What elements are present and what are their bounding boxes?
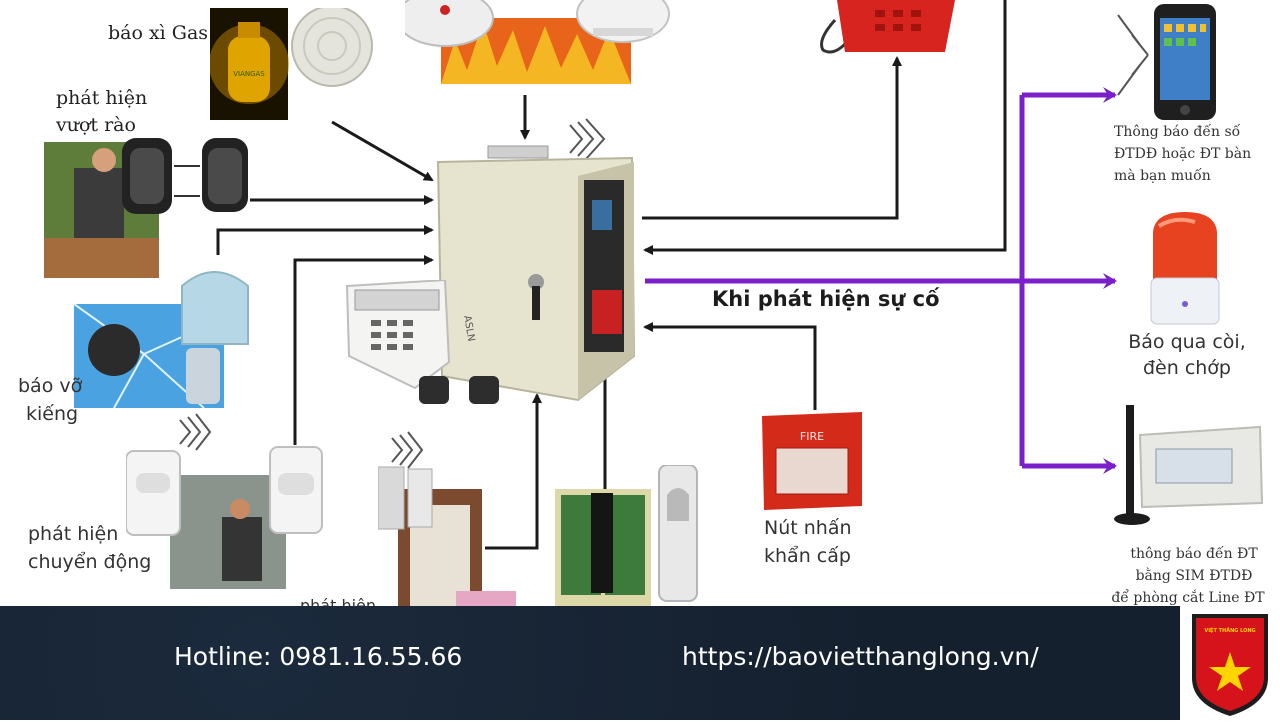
panic-label-line1: Nút nhấn bbox=[764, 517, 852, 539]
door-label-line1: phát hiện bbox=[300, 596, 377, 606]
security-diagram: VIANGAS bbox=[18, 0, 1265, 606]
website-link[interactable]: https://baovietthanglong.vn/ bbox=[682, 642, 1039, 671]
sim-label-line1: thông báo đến ĐT bbox=[1130, 546, 1258, 562]
mobile-phone-device bbox=[1154, 4, 1216, 120]
siren-strobe-device bbox=[1150, 212, 1220, 325]
glass-break-sensor-device bbox=[74, 271, 249, 409]
wire-phone bbox=[642, 56, 902, 220]
siren-label-line2: đèn chớp bbox=[1142, 357, 1231, 379]
gas-brand-label: VIANGAS bbox=[233, 70, 265, 78]
hotline-text[interactable]: Hotline: 0981.16.55.66 bbox=[174, 642, 463, 671]
panic-label-line2: khẩn cấp bbox=[764, 545, 851, 567]
mobile-label-line3: mà bạn muốn bbox=[1114, 168, 1211, 184]
glass-label-line2: kiếng bbox=[26, 403, 79, 425]
gas-label: báo xì Gas bbox=[108, 22, 209, 44]
panel-brand-label: ASLN bbox=[461, 315, 476, 343]
motion-label-line2: chuyển động bbox=[28, 551, 152, 573]
sim-label-line2: bằng SIM ĐTDĐ bbox=[1135, 568, 1253, 584]
footer-bar: Hotline: 0981.16.55.66 https://baovietth… bbox=[0, 606, 1280, 720]
fence-beam-sensor-device bbox=[44, 138, 248, 278]
siren-label-line1: Báo qua còi, bbox=[1128, 331, 1246, 353]
wire-panic bbox=[643, 322, 817, 410]
emergency-button-device: FIRE bbox=[762, 412, 862, 510]
motion-sensor-device bbox=[126, 446, 323, 589]
wire-glass bbox=[216, 225, 434, 255]
mobile-label-line2: ĐTDĐ hoặc ĐT bàn bbox=[1114, 146, 1252, 162]
sim-communicator-device bbox=[1114, 405, 1264, 525]
logo-container bbox=[1180, 606, 1280, 720]
red-telephone-device bbox=[820, 0, 955, 54]
fence-label-line1: phát hiện bbox=[56, 87, 148, 109]
door-sensor-device bbox=[378, 466, 516, 606]
wire-motion bbox=[293, 255, 434, 445]
sim-label-line3: để phòng cắt Line ĐT bbox=[1111, 590, 1265, 606]
connection-wires bbox=[179, 0, 1149, 550]
wire-gas bbox=[331, 120, 434, 182]
fence-label-line2: vượt rào bbox=[56, 114, 136, 136]
shield-logo-icon bbox=[1192, 614, 1268, 716]
wireless-signal-icons bbox=[179, 14, 1149, 469]
logo-name-text: VIỆT THĂNG LONG bbox=[1204, 628, 1256, 634]
gas-detector-device: VIANGAS bbox=[210, 8, 373, 120]
alert-headline: Khi phát hiện sự cố bbox=[712, 287, 940, 311]
keypad-remote-device bbox=[345, 280, 499, 404]
alarm-control-panel: ASLN bbox=[436, 145, 636, 402]
wire-line bbox=[643, 0, 1007, 255]
window-sensor-device bbox=[555, 465, 698, 606]
mobile-label-line1: Thông báo đến số bbox=[1114, 124, 1241, 140]
motion-label-line1: phát hiện bbox=[28, 523, 119, 545]
glass-label-line1: báo vỡ bbox=[18, 375, 83, 397]
smoke-detector-device bbox=[405, 0, 670, 84]
wire-remote bbox=[485, 393, 542, 550]
fire-box-label: FIRE bbox=[800, 430, 824, 443]
